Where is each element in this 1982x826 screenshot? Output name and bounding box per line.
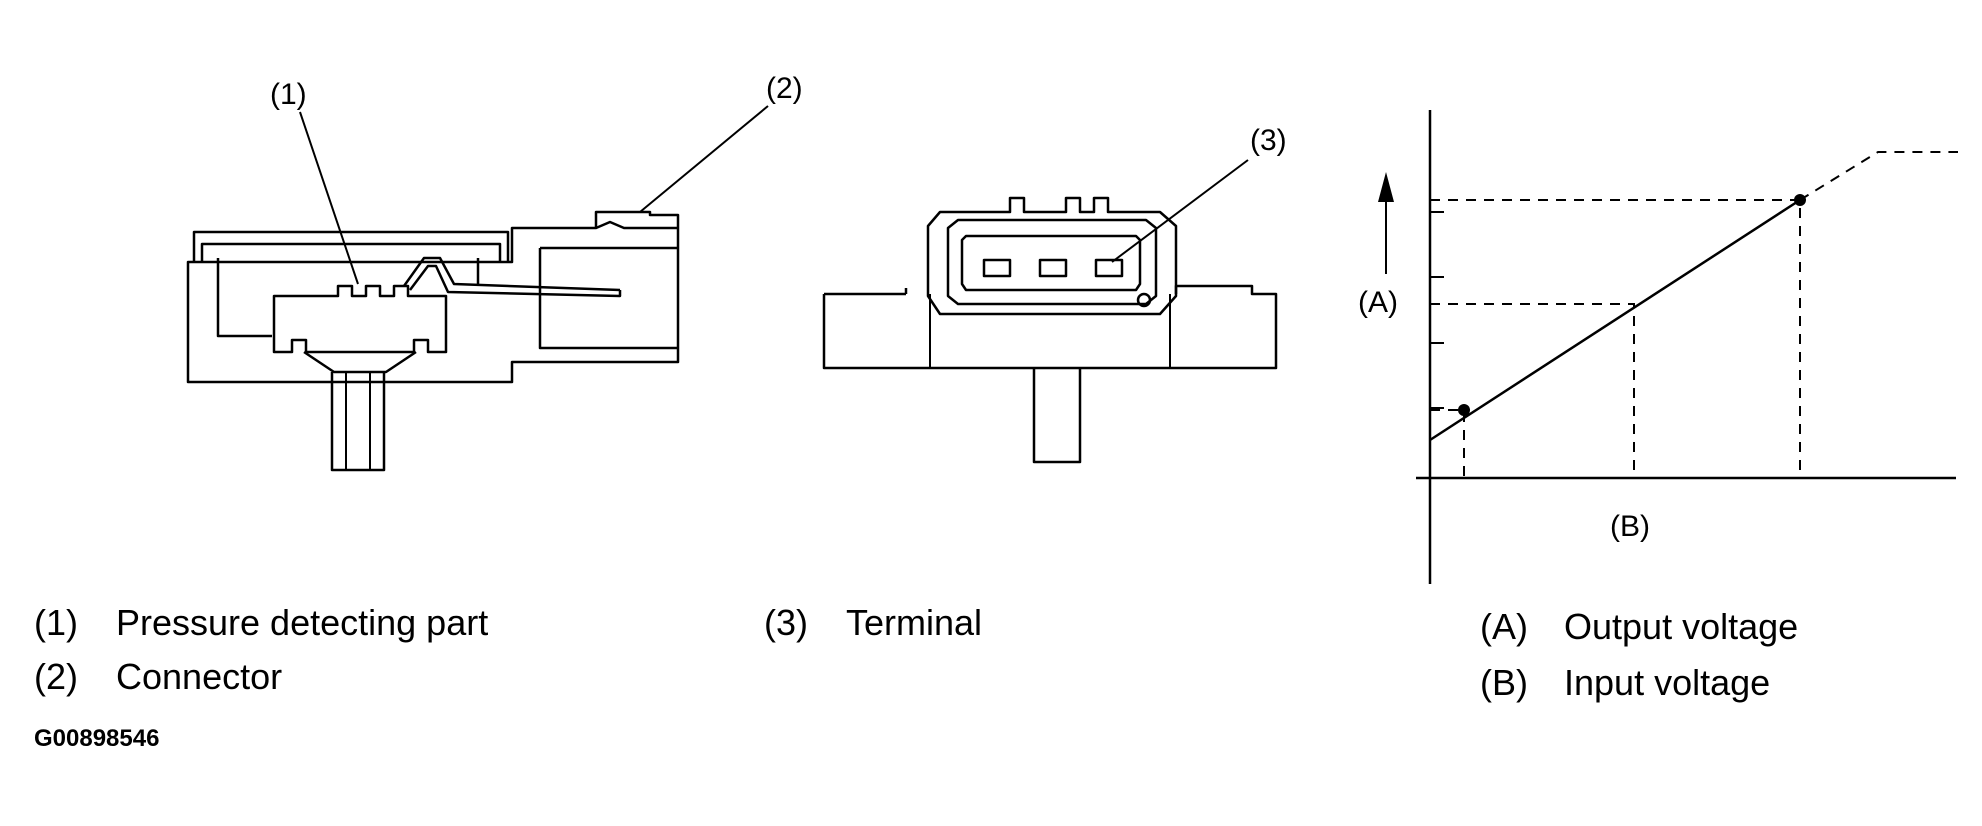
- legend-item-2: (2) Connector: [34, 656, 282, 698]
- legend-item-2-label: Connector: [116, 656, 283, 697]
- legend-item-1-label: Pressure detecting part: [116, 602, 489, 643]
- legend-item-a-label: Output voltage: [1564, 606, 1799, 647]
- sensor-side-view: (1) (2): [186, 72, 803, 472]
- data-point-low: [1458, 404, 1470, 416]
- legend-item-b-label: Input voltage: [1564, 662, 1771, 703]
- legend-item-1: (1) Pressure detecting part: [34, 602, 488, 644]
- legend-item-b: (B) Input voltage: [1480, 662, 1770, 704]
- callout-1-label: (1): [270, 78, 307, 111]
- figure-id: G00898546: [34, 725, 160, 752]
- callout-3-label: (3): [1250, 124, 1287, 157]
- axis-b-label: (B): [1610, 510, 1650, 543]
- legend-item-3: (3) Terminal: [764, 602, 982, 644]
- data-point-high: [1794, 194, 1806, 206]
- callout-2-label: (2): [766, 72, 803, 105]
- legend-item-a: (A) Output voltage: [1480, 606, 1798, 648]
- axis-a-label: (A): [1358, 286, 1398, 319]
- sensor-front-view: (3): [822, 124, 1287, 464]
- voltage-graph: (A) (B): [1358, 110, 1958, 584]
- legend-item-1-number: (1): [34, 602, 78, 643]
- characteristic-line: [1429, 198, 1801, 442]
- legend-item-2-number: (2): [34, 656, 78, 697]
- legend-item-a-number: (A): [1480, 606, 1528, 647]
- legend-item-3-number: (3): [764, 602, 808, 643]
- legend-item-b-number: (B): [1480, 662, 1528, 703]
- legend-item-3-label: Terminal: [846, 602, 983, 643]
